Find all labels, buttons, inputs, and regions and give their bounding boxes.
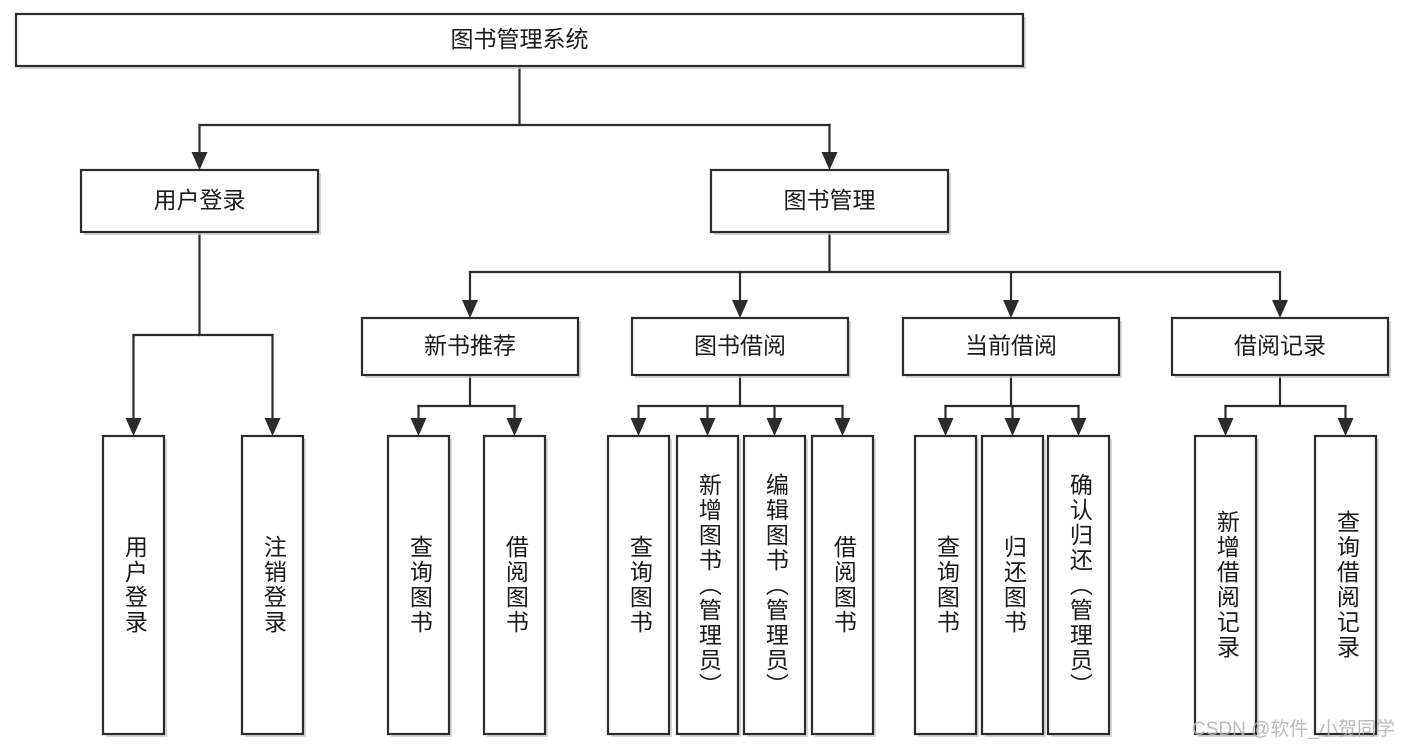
csdn-watermark: CSDN @软件_小贺同学 [1192, 719, 1395, 740]
arrow-head-icon [410, 418, 427, 436]
node-label-current-borrow: 当前借阅 [965, 333, 1057, 359]
node-box-user-login[interactable] [79, 168, 320, 234]
node-box-current-borrow[interactable] [901, 316, 1121, 377]
arrow-head-icon [506, 418, 523, 436]
arrow-head-icon [191, 152, 208, 170]
node-box-borrow-add-book[interactable] [675, 434, 740, 736]
node-box-root[interactable] [14, 12, 1025, 68]
node-box-borrow-records[interactable] [1170, 316, 1390, 377]
node-label-user-login: 用户登录 [154, 187, 246, 213]
node-box-recommend-borrow-book[interactable] [482, 434, 547, 736]
node-label-borrow-records: 借阅记录 [1234, 333, 1326, 359]
connectors-layer [125, 64, 1354, 436]
node-box-borrow-query-book[interactable] [606, 434, 671, 736]
node-box-user-login-leaf[interactable] [101, 434, 166, 736]
node-box-current-return-book[interactable] [980, 434, 1045, 736]
arrow-head-icon [1217, 418, 1234, 436]
node-box-records-query-record[interactable] [1313, 434, 1378, 736]
arrow-head-icon [766, 418, 783, 436]
node-box-current-query-book[interactable] [913, 434, 978, 736]
node-label-book-borrow: 图书借阅 [694, 333, 786, 359]
node-box-borrow-borrow-book[interactable] [810, 434, 875, 736]
node-box-recommend-query-book[interactable] [386, 434, 451, 736]
arrow-head-icon [1272, 300, 1288, 318]
node-box-borrow-edit-book[interactable] [742, 434, 807, 736]
arrow-head-icon [1070, 418, 1087, 436]
node-label-book-management: 图书管理 [784, 187, 876, 213]
arrow-head-icon [630, 418, 647, 436]
arrow-head-icon [462, 300, 478, 318]
node-box-current-confirm-return[interactable] [1046, 434, 1111, 736]
arrow-head-icon [1004, 418, 1021, 436]
arrow-head-icon [125, 418, 142, 436]
node-box-book-management[interactable] [709, 168, 950, 234]
arrow-head-icon [821, 152, 838, 170]
arrow-head-icon [937, 418, 954, 436]
node-box-book-borrow[interactable] [630, 316, 850, 377]
node-label-root: 图书管理系统 [451, 26, 589, 52]
node-label-new-book-recommend: 新书推荐 [424, 333, 516, 359]
arrow-head-icon [699, 418, 716, 436]
node-box-new-book-recommend[interactable] [360, 316, 580, 377]
arrow-head-icon [732, 300, 748, 318]
arrow-head-icon [834, 418, 851, 436]
boxes-layer [14, 12, 1391, 737]
arrow-head-icon [1337, 418, 1354, 436]
arrow-head-icon [1003, 300, 1019, 318]
node-box-records-add-record[interactable] [1193, 434, 1258, 736]
arrow-head-icon [264, 418, 281, 436]
node-box-user-logout-leaf[interactable] [240, 434, 305, 736]
